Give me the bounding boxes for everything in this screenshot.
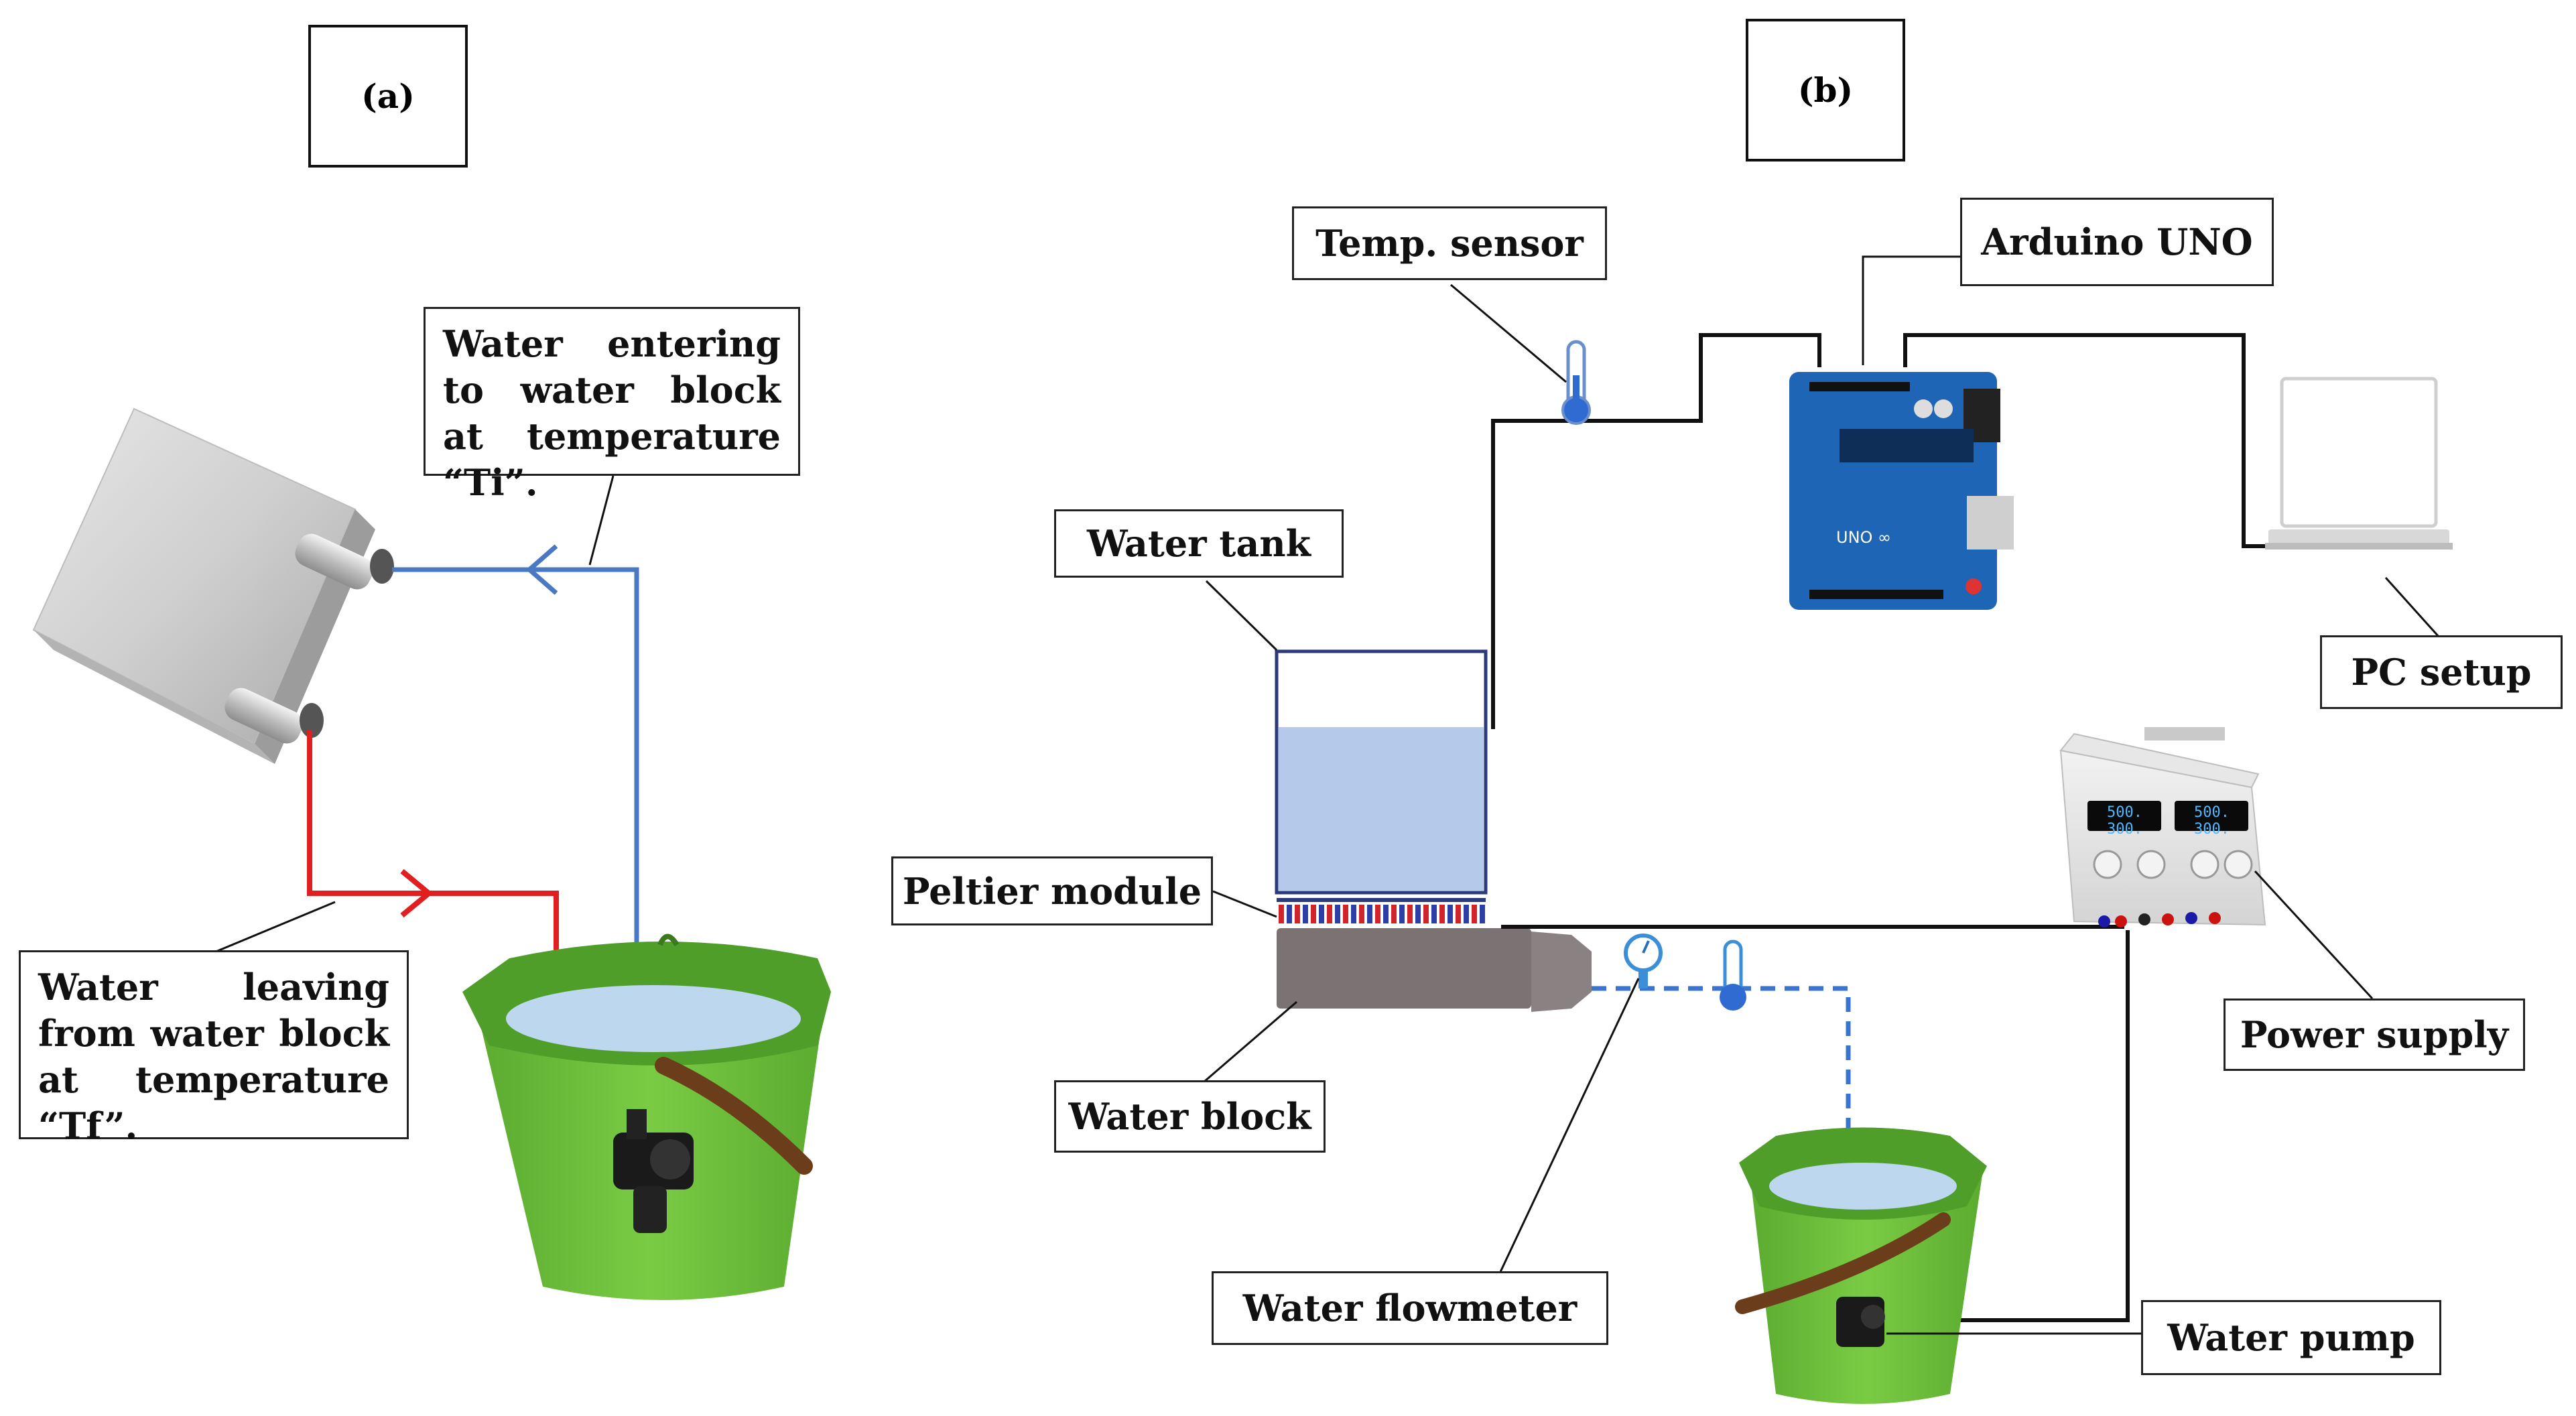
label-water-entering: Water entering to water block at tempera… [424,307,800,504]
flowmeter-gauge-icon [1624,934,1663,988]
label-water-block: Water block [1054,1080,1326,1153]
power-supply-icon [2059,727,2266,927]
psu-display-right: 500. 300. [2194,804,2230,838]
arduino-board-icon: UNO ∞ [1789,372,2014,610]
svg-text:UNO ∞: UNO ∞ [1836,528,1891,547]
thermometer-icon [1720,940,1746,1011]
label-arduino-uno: Arduino UNO [1960,198,2274,286]
water-block-icon [32,407,394,764]
laptop-icon [2265,377,2453,550]
bucket-icon [1735,1127,1987,1404]
label-pc-setup: PC setup [2320,635,2563,709]
label-temp-sensor: Temp. sensor [1292,206,1607,280]
label-power-supply: Power supply [2224,999,2525,1071]
label-water-tank: Water tank [1054,509,1344,578]
water-pump-icon [1836,1297,1885,1347]
water-block-b [1277,928,1592,1012]
label-water-pump: Water pump [2141,1300,2441,1375]
panel-label-a: (a) [308,25,468,168]
water-pump-icon [613,1109,694,1233]
water-tank [1275,649,1488,895]
label-water-leaving: Water leaving from water block at temper… [19,950,409,1147]
bucket-icon [462,934,831,1300]
thermometer-icon [1561,340,1591,425]
peltier-module [1277,898,1486,927]
label-water-flowmeter: Water flowmeter [1212,1271,1608,1345]
psu-display-left: 500. 300. [2107,804,2142,838]
panel-label-b: (b) [1746,19,1905,162]
label-peltier-module: Peltier module [891,856,1213,925]
